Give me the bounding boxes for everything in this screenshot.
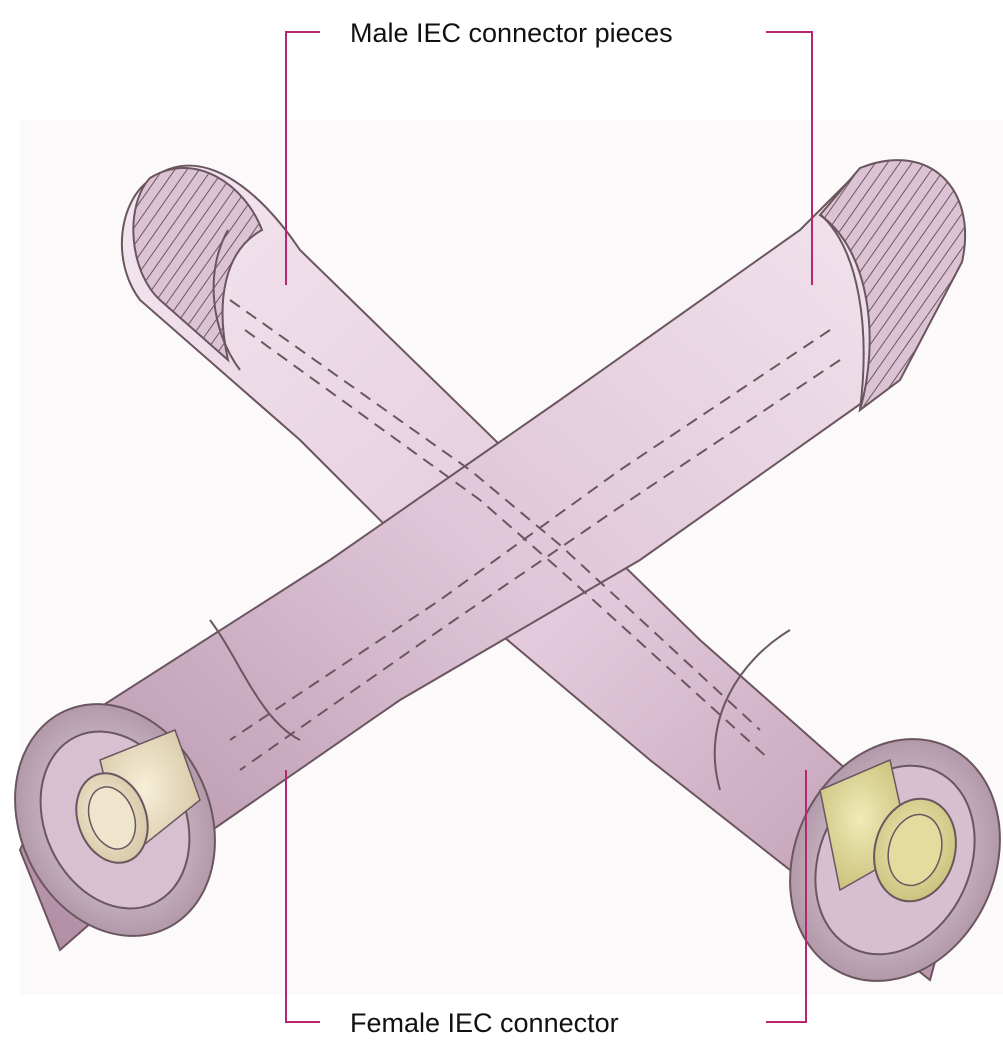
female-connector-label: Female IEC connector: [350, 1010, 619, 1037]
male-connector-label: Male IEC connector pieces: [350, 20, 673, 47]
